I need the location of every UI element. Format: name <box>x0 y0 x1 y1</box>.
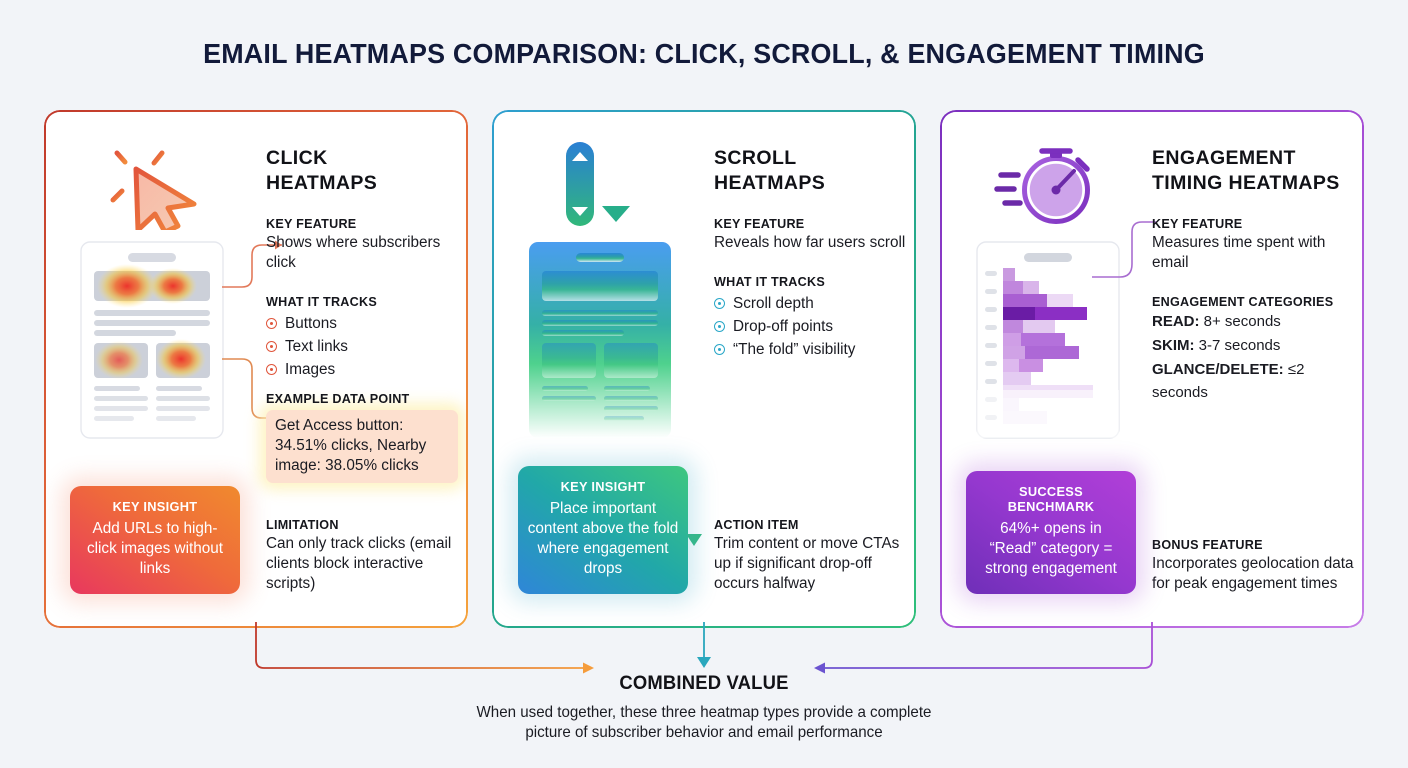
click-key-insight-badge: KEY INSIGHT Add URLs to high-click image… <box>70 486 240 594</box>
scroll-tracks-list: Scroll depth Drop-off points “The fold” … <box>714 292 906 361</box>
list-item: Drop-off points <box>714 315 906 338</box>
click-tracks-list: Buttons Text links Images <box>266 312 458 381</box>
card-title: SCROLL HEATMAPS <box>714 147 826 194</box>
action-item-text: Trim content or move CTAs up if signific… <box>714 535 900 592</box>
key-feature-text: Shows where subscribers click <box>266 234 441 271</box>
combined-value-title: COMBINED VALUE <box>619 673 789 694</box>
category-read: READ: 8+ seconds <box>1152 313 1281 330</box>
what-it-tracks-label: WHAT IT TRACKS <box>714 275 825 289</box>
key-feature-text: Reveals how far users scroll <box>714 234 906 251</box>
badge-text: Add URLs to high-click images without li… <box>86 520 224 577</box>
card-click-heatmaps: CLICK HEATMAPS <box>44 110 468 628</box>
stopwatch-icon <box>994 138 1104 230</box>
key-feature-text: Measures time spent with email <box>1152 234 1326 271</box>
key-feature-label: KEY FEATURE <box>714 217 805 231</box>
target-dot-icon <box>266 318 277 329</box>
scroll-heatmap-email-mockup <box>527 240 673 440</box>
scroll-action-item-block: ACTION ITEM Trim content or move CTAs up… <box>714 518 912 594</box>
category-glance-delete: GLANCE/DELETE: ≤2 seconds <box>1152 361 1305 401</box>
example-data-point-label: EXAMPLE DATA POINT <box>266 392 410 406</box>
card-title: CLICK HEATMAPS <box>266 147 378 194</box>
list-item: Images <box>266 358 458 381</box>
card-header: CLICK HEATMAPS <box>46 138 466 230</box>
badge-title: SUCCESS BENCHMARK <box>1007 484 1095 514</box>
engagement-categories-label: ENGAGEMENT CATEGORIES <box>1152 295 1334 309</box>
cards-row: CLICK HEATMAPS <box>44 110 1364 628</box>
card-header: ENGAGEMENT TIMING HEATMAPS <box>942 138 1362 230</box>
click-heatmap-email-mockup <box>79 240 225 440</box>
badge-title: KEY INSIGHT <box>112 499 198 514</box>
limitation-label: LIMITATION <box>266 518 339 532</box>
target-dot-icon <box>714 344 725 355</box>
card-title: ENGAGEMENT TIMING HEATMAPS <box>1152 147 1340 194</box>
list-item: Scroll depth <box>714 292 906 315</box>
target-dot-icon <box>266 341 277 352</box>
example-data-point-text: Get Access button: 34.51% clicks, Nearby… <box>266 410 458 483</box>
list-item: “The fold” visibility <box>714 338 906 361</box>
scroll-text-column: KEY FEATURE Reveals how far users scroll… <box>714 217 906 361</box>
target-dot-icon <box>714 298 725 309</box>
page-title: EMAIL HEATMAPS COMPARISON: CLICK, SCROLL… <box>203 38 1205 69</box>
what-it-tracks-label: WHAT IT TRACKS <box>266 295 377 309</box>
target-dot-icon <box>266 364 277 375</box>
list-item: Buttons <box>266 312 458 335</box>
timing-bonus-feature-block: BONUS FEATURE Incorporates geolocation d… <box>1152 538 1360 594</box>
click-text-column: KEY FEATURE Shows where subscribers clic… <box>266 217 458 483</box>
timing-success-benchmark-badge: SUCCESS BENCHMARK 64%+ opens in “Read” c… <box>966 471 1136 594</box>
cursor-click-icon <box>98 138 208 230</box>
scroll-key-insight-badge: KEY INSIGHT Place important content abov… <box>518 466 688 594</box>
key-feature-label: KEY FEATURE <box>266 217 357 231</box>
list-item: Text links <box>266 335 458 358</box>
target-dot-icon <box>714 321 725 332</box>
action-item-label: ACTION ITEM <box>714 518 799 532</box>
bonus-feature-text: Incorporates geolocation data for peak e… <box>1152 555 1354 592</box>
combined-value-subtitle: When used together, these three heatmap … <box>476 704 932 741</box>
badge-title: KEY INSIGHT <box>560 479 646 494</box>
category-skim: SKIM: 3-7 seconds <box>1152 337 1281 354</box>
card-header: SCROLL HEATMAPS <box>494 138 914 230</box>
key-feature-label: KEY FEATURE <box>1152 217 1243 231</box>
combined-value-flow-arrows <box>0 620 1408 710</box>
engagement-timing-email-mockup <box>975 240 1121 440</box>
timing-text-column: KEY FEATURE Measures time spent with ema… <box>1152 217 1362 404</box>
badge-text: Place important content above the fold w… <box>527 500 679 577</box>
badge-text: 64%+ opens in “Read” category = strong e… <box>985 520 1117 577</box>
scrollbar-arrow-icon <box>546 138 656 230</box>
card-engagement-timing-heatmaps: ENGAGEMENT TIMING HEATMAPS <box>940 110 1364 628</box>
bonus-feature-label: BONUS FEATURE <box>1152 538 1263 552</box>
click-limitation-block: LIMITATION Can only track clicks (email … <box>266 518 464 594</box>
limitation-text: Can only track clicks (email clients blo… <box>266 535 452 592</box>
card-scroll-heatmaps: SCROLL HEATMAPS <box>492 110 916 628</box>
